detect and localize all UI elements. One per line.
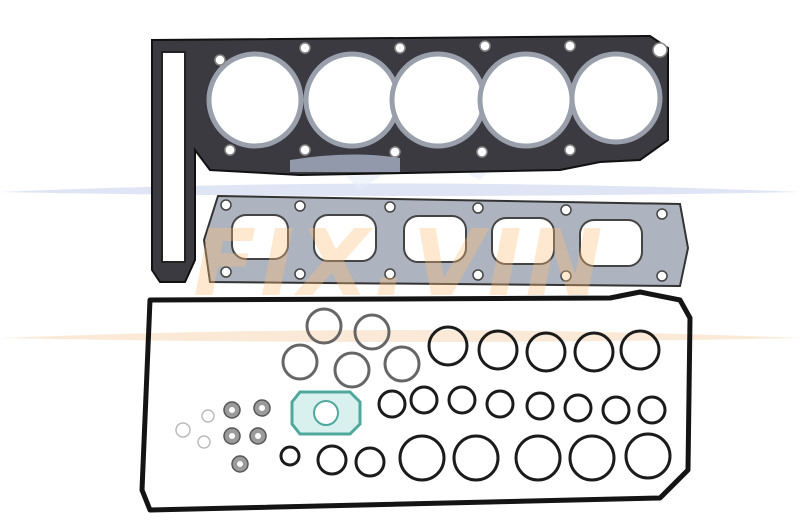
- exhaust-manifold-gasket: [202, 194, 690, 288]
- thermostat-gasket: [290, 390, 362, 436]
- cylinder-head-gasket: [151, 34, 669, 283]
- watermark-text: FIX.VIN: [193, 210, 607, 317]
- o-ring-set: [175, 307, 672, 482]
- valve-cover-gasket: [139, 289, 693, 513]
